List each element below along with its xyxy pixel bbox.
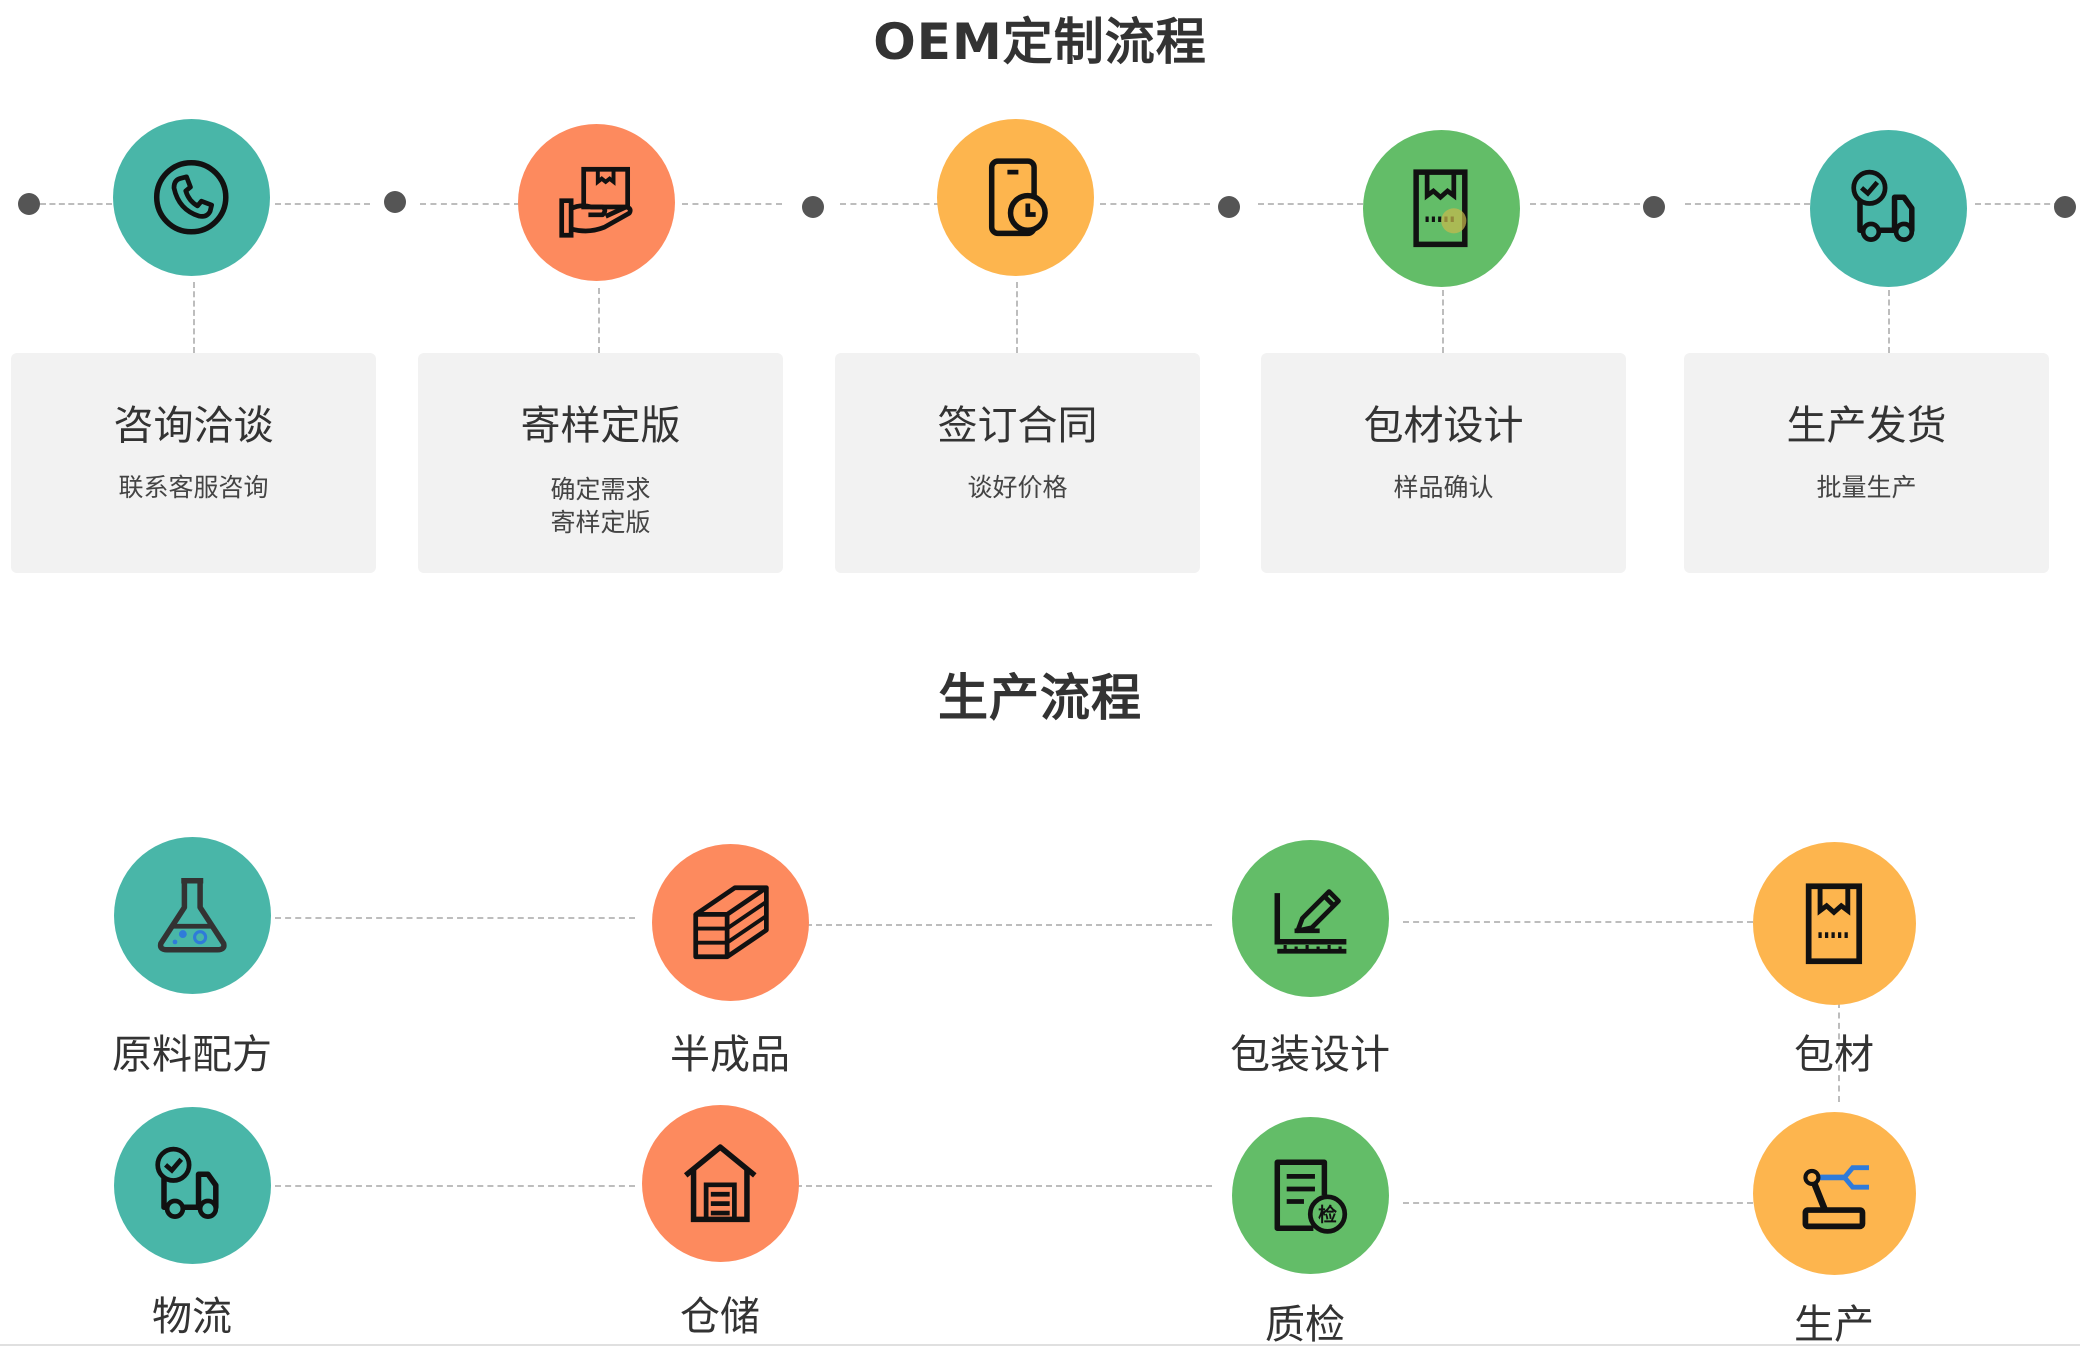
prod-logistics-circle <box>114 1107 271 1264</box>
timeline-connector <box>1685 203 1810 205</box>
step-packaging-circle <box>1363 130 1520 287</box>
step-title: 签订合同 <box>937 403 1098 449</box>
box-hand-icon <box>559 167 633 238</box>
step-description-line: 寄样定版 <box>550 508 651 537</box>
step-card: 咨询洽谈 联系客服咨询 <box>11 353 376 573</box>
step-description: 谈好价格 <box>967 473 1068 502</box>
card-connector <box>598 288 600 353</box>
truck-check-icon <box>155 1147 219 1220</box>
inspection-doc-icon: 检 <box>1274 1159 1348 1234</box>
step-description-line: 确定需求 <box>550 475 651 504</box>
step-title: 寄样定版 <box>520 403 681 449</box>
step-description: 确定需求 寄样定版 <box>418 473 783 539</box>
step-sample-circle <box>518 124 675 281</box>
flow-connector <box>1403 921 1753 923</box>
step-card: 生产发货 批量生产 <box>1684 353 2049 573</box>
prod-production-circle <box>1753 1112 1916 1275</box>
step-card: 寄样定版 确定需求 寄样定版 <box>418 353 783 573</box>
package-icon <box>1805 883 1862 964</box>
step-consult-circle <box>113 119 270 276</box>
card-connector <box>1888 290 1890 353</box>
card-connector <box>1442 290 1444 353</box>
svg-text:检: 检 <box>1318 1203 1337 1226</box>
prod-formula-circle <box>114 837 271 994</box>
step-contract-circle <box>937 119 1094 276</box>
prod-label: 质检 <box>1265 1302 1345 1346</box>
flow-connector <box>275 917 635 919</box>
timeline-dot <box>1643 196 1665 218</box>
timeline-connector <box>420 203 520 205</box>
flow-connector <box>1403 1202 1753 1204</box>
step-title: 包材设计 <box>1363 403 1524 449</box>
timeline-connector <box>40 203 112 205</box>
timeline-dot <box>1218 196 1240 218</box>
oem-process-title: OEM定制流程 <box>873 13 1207 71</box>
prod-packaging-circle <box>1753 842 1916 1005</box>
timeline-dot <box>384 191 406 213</box>
truck-check-icon <box>1851 170 1915 243</box>
stack-icon <box>693 885 769 960</box>
prod-label: 物流 <box>152 1294 232 1340</box>
package-icon <box>1413 169 1468 248</box>
step-card: 包材设计 样品确认 <box>1261 353 1626 573</box>
timeline-connector <box>1100 203 1210 205</box>
prod-label: 包装设计 <box>1230 1032 1390 1078</box>
step-card: 签订合同 谈好价格 <box>835 353 1200 573</box>
timeline-connector <box>275 203 370 205</box>
flow-connector <box>1838 1002 1840 1102</box>
step-description: 联系客服咨询 <box>118 473 269 502</box>
prod-label: 生产 <box>1794 1302 1874 1346</box>
prod-semifinished-circle <box>652 844 809 1001</box>
timeline-dot <box>802 196 824 218</box>
step-description: 样品确认 <box>1393 473 1494 502</box>
step-ship-circle <box>1810 130 1967 287</box>
prod-label: 原料配方 <box>112 1032 272 1078</box>
timeline-connector <box>1258 203 1363 205</box>
timeline-dot <box>2054 196 2076 218</box>
timeline-connector <box>682 203 782 205</box>
step-description: 批量生产 <box>1816 473 1917 502</box>
flask-icon <box>158 878 227 953</box>
prod-inspection-circle: 检 <box>1232 1117 1389 1274</box>
card-connector <box>193 282 195 353</box>
robot-arm-icon <box>1802 1164 1869 1229</box>
timeline-connector <box>840 203 940 205</box>
timeline-connector <box>1530 203 1640 205</box>
prod-label: 仓储 <box>680 1294 760 1340</box>
prod-warehouse-circle <box>642 1105 799 1262</box>
warehouse-icon <box>684 1144 757 1223</box>
step-title: 咨询洽谈 <box>113 403 274 449</box>
prod-label: 半成品 <box>670 1032 790 1078</box>
card-connector <box>1016 282 1018 353</box>
design-ruler-icon <box>1274 889 1347 954</box>
phone-clock-icon <box>989 158 1049 237</box>
step-title: 生产发货 <box>1786 403 1947 449</box>
production-process-title: 生产流程 <box>938 669 1142 727</box>
prod-label: 包材 <box>1794 1032 1874 1078</box>
flow-connector <box>796 1185 1212 1187</box>
flow-connector <box>806 924 1212 926</box>
flow-connector <box>275 1185 635 1187</box>
phone-icon <box>154 160 229 235</box>
timeline-dot <box>18 193 40 215</box>
prod-packaging-design-circle <box>1232 840 1389 997</box>
bottom-divider <box>0 1344 2080 1346</box>
timeline-connector <box>1975 203 2060 205</box>
